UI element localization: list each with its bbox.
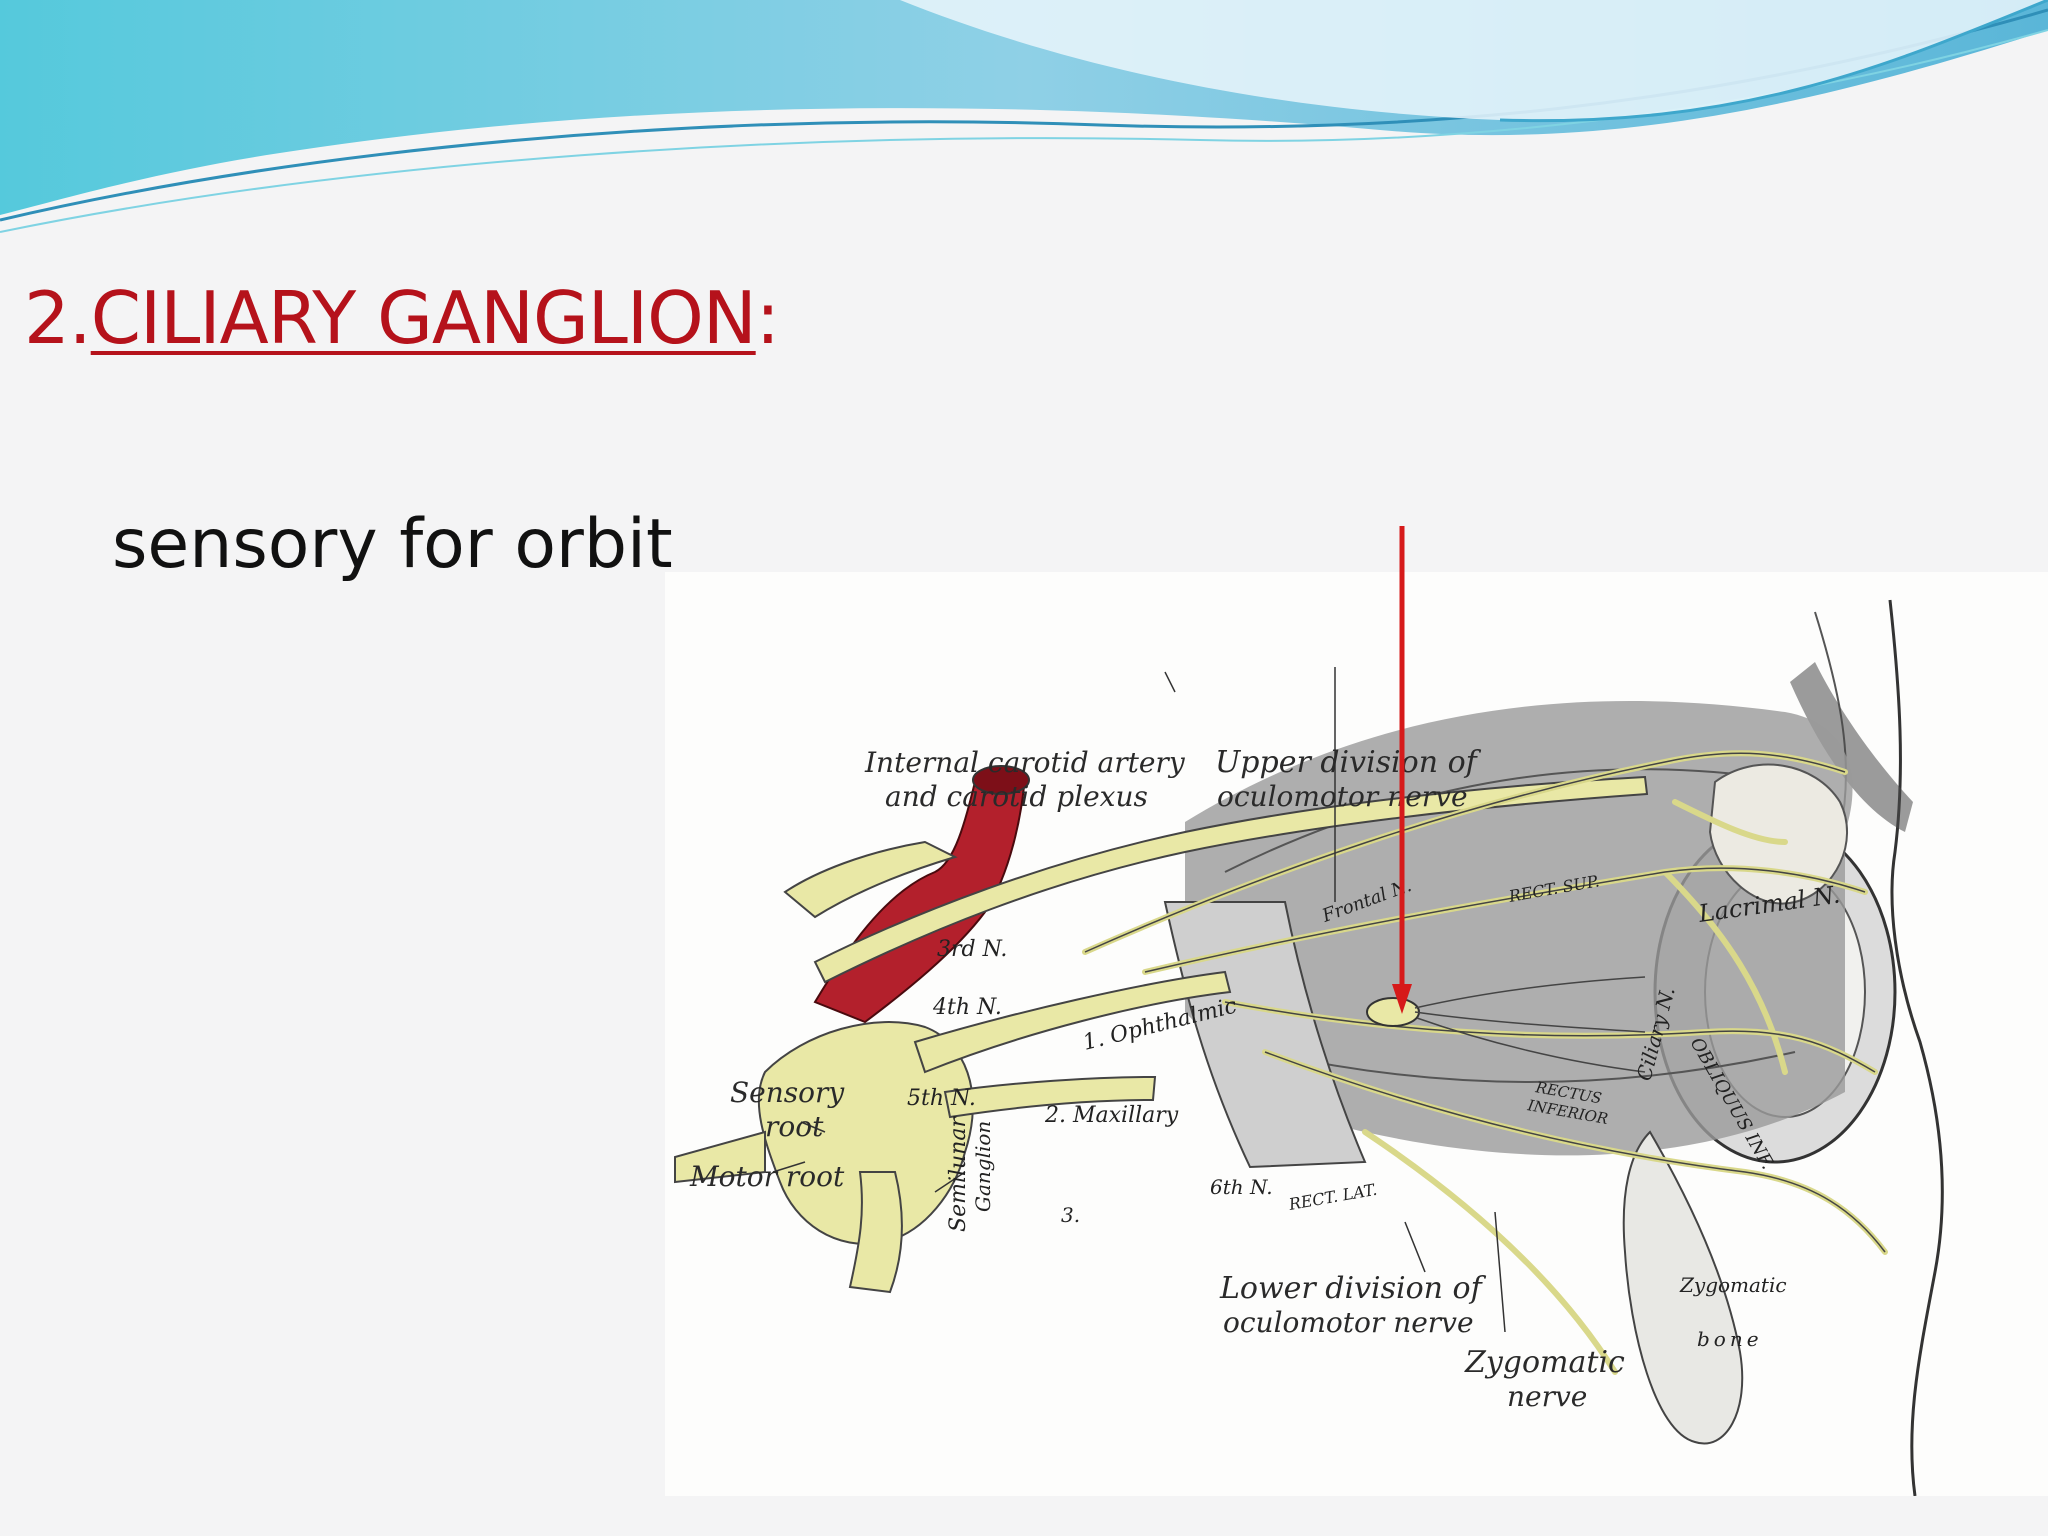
label-semilunar-1: Semilunar	[946, 1116, 971, 1232]
label-internal-carotid-2: and carotid plexus	[885, 780, 1148, 813]
label-zygomatic-bone-2: bone	[1697, 1327, 1763, 1351]
label-lower-division-1: Lower division of	[1219, 1271, 1487, 1306]
label-sixth-n: 6th N.	[1210, 1175, 1273, 1199]
label-fourth-n: 4th N.	[932, 995, 1002, 1020]
label-rect-lat: RECT. LAT.	[1286, 1180, 1378, 1214]
ciliary-ganglion-illustration: Internal carotid artery and carotid plex…	[665, 572, 2048, 1496]
slide-title: 2.CILIARY GANGLION:	[24, 276, 780, 360]
label-third-division: 3.	[1061, 1203, 1080, 1227]
bullet-text: sensory for orbit	[112, 505, 673, 584]
label-upper-division-1: Upper division of	[1215, 745, 1482, 780]
label-zygomatic-nerve-2: nerve	[1507, 1380, 1587, 1413]
anatomy-drawing: Internal carotid artery and carotid plex…	[674, 599, 1944, 1496]
label-upper-division-2: oculomotor nerve	[1217, 780, 1468, 813]
label-third-n: 3rd N.	[937, 937, 1007, 962]
red-pointer-arrow	[1392, 526, 1412, 1014]
header-wave-decoration	[0, 0, 2048, 233]
title-number: 2.	[24, 276, 92, 360]
label-motor-root: Motor root	[689, 1160, 845, 1193]
label-zygomatic-nerve-1: Zygomatic	[1464, 1345, 1625, 1380]
title-text: CILIARY GANGLION	[90, 276, 757, 360]
label-maxillary: 2. Maxillary	[1044, 1103, 1179, 1128]
label-sensory-root-2: root	[765, 1110, 824, 1143]
label-fifth-n: 5th N.	[907, 1086, 976, 1111]
label-semilunar-2: Ganglion	[971, 1121, 995, 1212]
label-internal-carotid-1: Internal carotid artery	[864, 746, 1186, 779]
label-lower-division-2: oculomotor nerve	[1223, 1306, 1474, 1339]
label-sensory-root-1: Sensory	[730, 1076, 845, 1109]
label-zygomatic-bone-1: Zygomatic	[1679, 1273, 1787, 1297]
title-colon: :	[755, 276, 780, 360]
